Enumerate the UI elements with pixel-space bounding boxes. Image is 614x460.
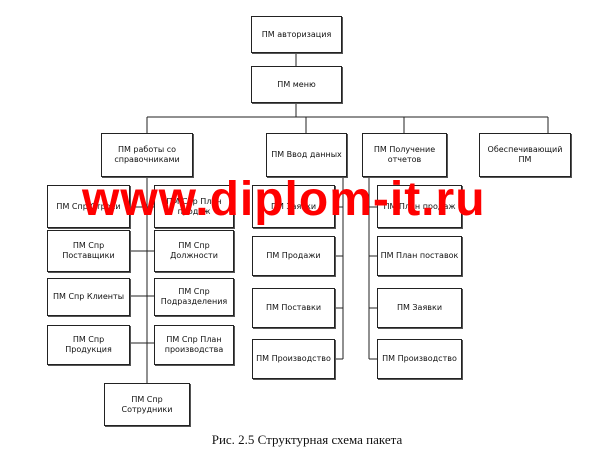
figure-caption: Рис. 2.5 Структурная схема пакета — [211, 432, 403, 447]
node-support: Обеспечивающий ПМ — [479, 133, 571, 177]
node-rep-proizvodstvo: ПМ Производство — [377, 339, 462, 379]
node-spr-plan-proizvodstva: ПМ Спр План производства — [154, 325, 234, 365]
node-reports: ПМ Получение отчетов — [362, 133, 447, 177]
node-spr-postavshchiki: ПМ Спр Поставщики — [47, 230, 130, 272]
node-rep-zayavki: ПМ Заявки — [377, 288, 462, 328]
node-input-zayavki: ПМ Заявки — [252, 185, 335, 228]
node-auth: ПМ авторизация — [251, 16, 342, 53]
node-spr-podrazdeleniya: ПМ Спр Подразделения — [154, 278, 234, 316]
node-input-proizvodstvo: ПМ Производство — [252, 339, 335, 379]
node-input: ПМ Ввод данных — [266, 133, 347, 177]
node-spr-plan-prodazh: ПМ Спр План продаж — [154, 185, 234, 228]
node-spr-sotrudniki: ПМ Спр Сотрудники — [104, 383, 190, 426]
node-spr-produktsiya: ПМ Спр Продукция — [47, 325, 130, 365]
node-spr-klienty: ПМ Спр Клиенты — [47, 278, 130, 316]
node-spr-stroki: ПМ Спр Строки — [47, 185, 130, 228]
node-input-postavki: ПМ Поставки — [252, 288, 335, 328]
node-spr-dolzhnosti: ПМ Спр Должности — [154, 230, 234, 272]
node-refs: ПМ работы со справочниками — [101, 133, 193, 177]
node-menu: ПМ меню — [251, 66, 342, 103]
node-input-prodazhi: ПМ Продажи — [252, 236, 335, 276]
node-rep-plan-postavok: ПМ План поставок — [377, 236, 462, 276]
watermark-text: www.diplom-it.ru — [82, 173, 486, 226]
node-rep-plan-prodazh: ПМ План продаж — [377, 185, 462, 228]
